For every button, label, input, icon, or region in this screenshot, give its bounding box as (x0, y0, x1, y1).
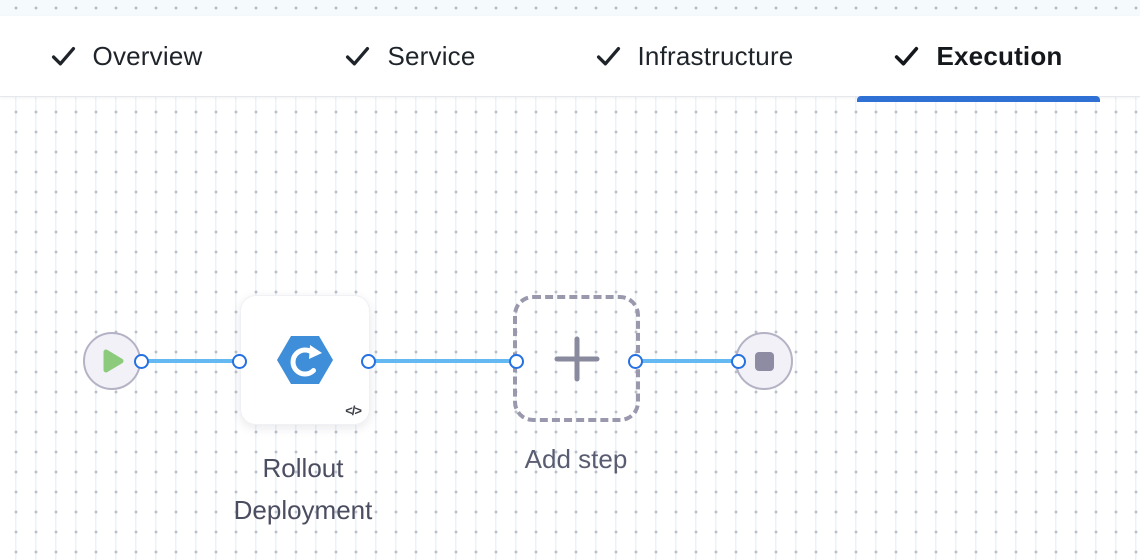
tab-label: Overview (92, 40, 203, 71)
k8s-rolling-deploy-icon (277, 336, 333, 384)
tab-label: Execution (936, 40, 1063, 71)
port-start-out (133, 353, 149, 369)
pipeline-canvas[interactable]: </> Rollout Deployment Add step (0, 97, 1140, 560)
port-addstep-out (627, 353, 643, 369)
code-icon: </> (345, 403, 362, 418)
connector-addstep-to-end (635, 359, 738, 363)
check-icon (895, 46, 919, 66)
stop-icon (754, 351, 774, 371)
port-rollout-out (360, 353, 376, 369)
connector-start-to-rollout (141, 359, 239, 363)
pipeline-stage-tabbar: Overview Service Infrastructure Executio… (0, 16, 1140, 102)
step-label-rollout-deployment: Rollout Deployment (233, 453, 373, 525)
step-node-rollout-deployment[interactable]: </> (240, 295, 370, 425)
port-end-in (730, 353, 746, 369)
tab-execution[interactable]: Execution (857, 16, 1100, 102)
pipeline-start-node (83, 332, 141, 390)
active-tab-underline (857, 96, 1100, 102)
tab-label: Infrastructure (637, 40, 794, 71)
port-addstep-in (508, 353, 524, 369)
add-step-label: Add step (524, 444, 628, 474)
port-rollout-in (231, 353, 247, 369)
check-icon (346, 46, 370, 65)
plus-icon (554, 336, 599, 381)
tab-overview[interactable]: Overview (5, 16, 248, 96)
add-step-node[interactable] (513, 295, 640, 422)
check-icon (596, 46, 620, 65)
tab-infrastructure[interactable]: Infrastructure (573, 16, 816, 96)
tab-label: Service (387, 40, 476, 71)
canvas-overscroll-strip (0, 0, 1140, 16)
tab-service[interactable]: Service (289, 16, 532, 96)
connector-rollout-to-addstep (368, 359, 516, 363)
check-icon (51, 46, 75, 65)
play-icon (103, 349, 124, 373)
